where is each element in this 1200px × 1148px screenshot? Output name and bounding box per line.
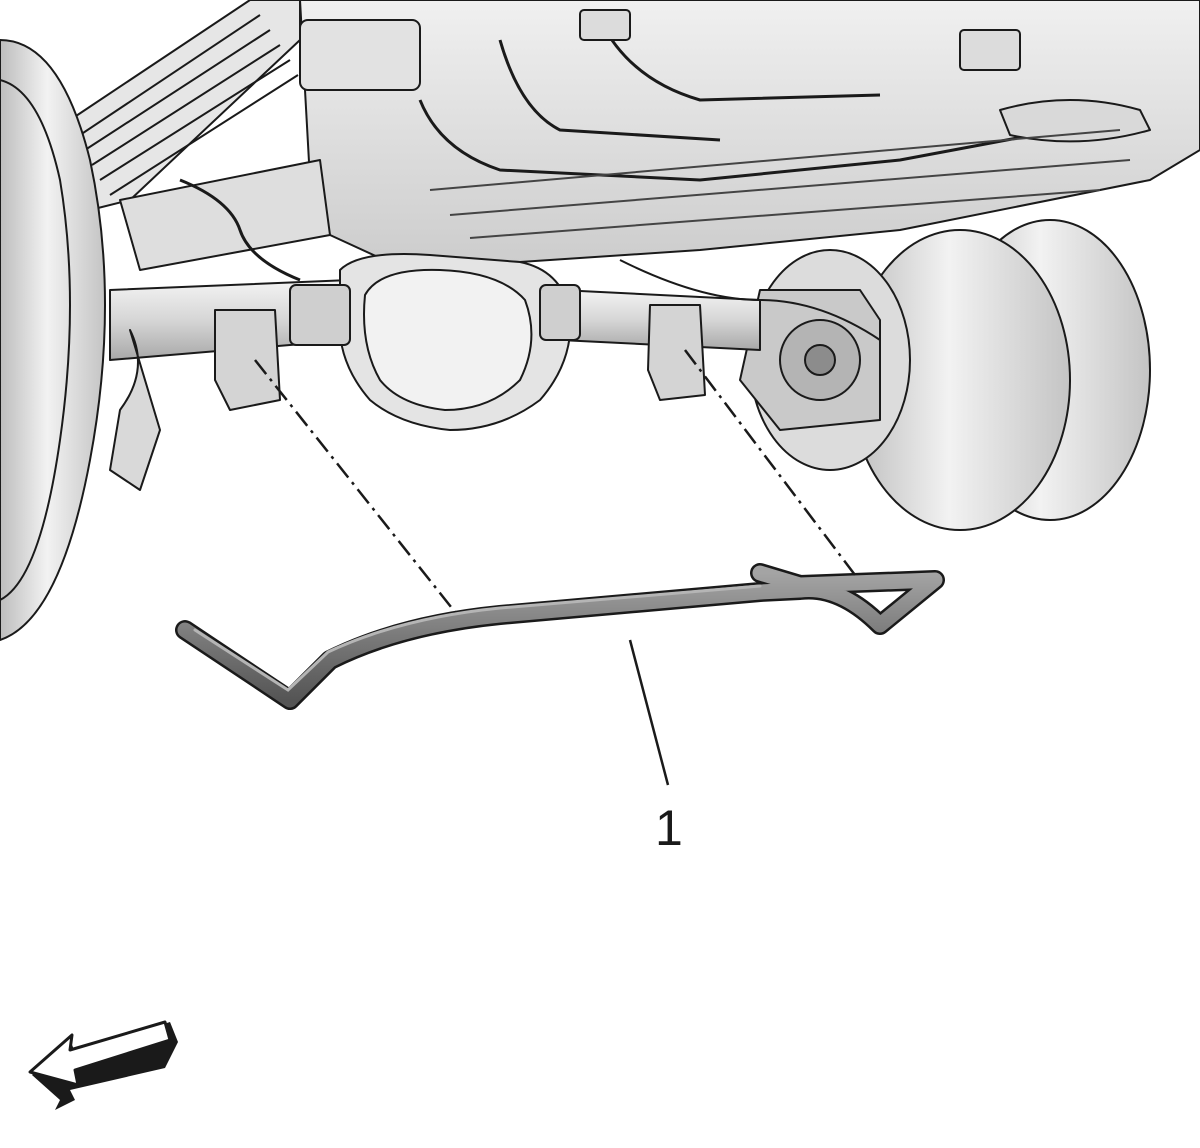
callout-label: 1 — [655, 800, 683, 856]
installation-guide-lines — [254, 349, 856, 613]
vehicle-underbody — [0, 0, 1200, 641]
right-rear-tire — [739, 219, 1151, 531]
brake-line — [619, 259, 881, 341]
front-direction-arrow-icon — [28, 1020, 178, 1110]
callout-leader-line — [628, 639, 670, 786]
leaf-spring — [69, 0, 331, 282]
rear-axle-housing — [109, 253, 761, 491]
callout-1: 1 — [628, 639, 683, 856]
left-rear-tire — [0, 39, 106, 641]
stabilizer-bar — [175, 563, 945, 710]
right-guide-line — [684, 349, 856, 576]
left-guide-line — [254, 359, 456, 613]
